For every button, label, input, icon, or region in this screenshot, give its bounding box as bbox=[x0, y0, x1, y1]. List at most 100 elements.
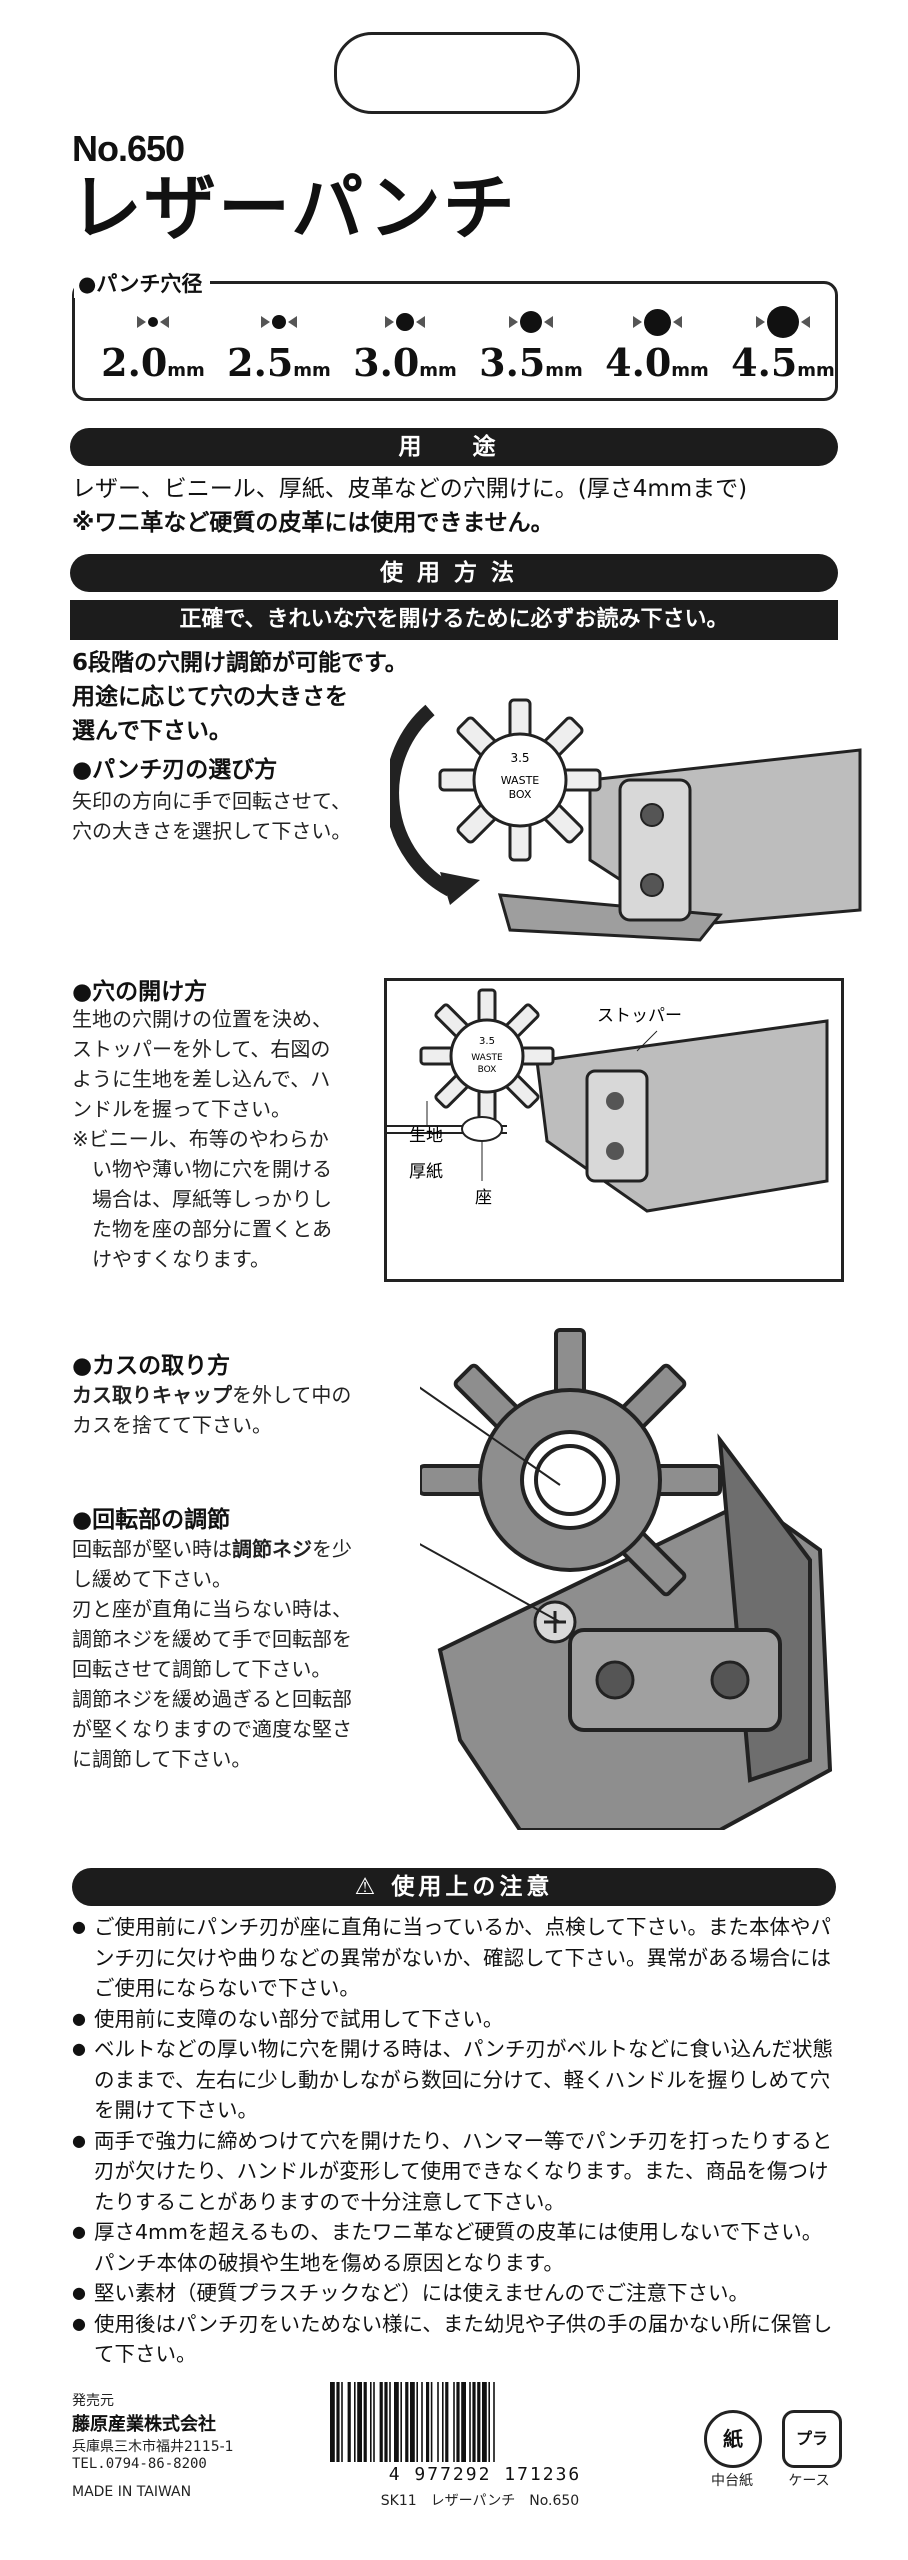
caution-item: 堅い素材（硬質プラスチックなど）には使えませんのでご注意下さい。 bbox=[72, 2278, 842, 2309]
paper-recycle-label: 中台紙 bbox=[711, 2473, 753, 2489]
hole-size-unit: mm bbox=[545, 360, 583, 381]
rotate-line: 刃と座が直角に当らない時は、 bbox=[72, 1597, 352, 1621]
hole-size-dot bbox=[396, 313, 414, 331]
company-tel: TEL.0794-86-8200 bbox=[72, 2456, 207, 2472]
warning-triangle-icon: ⚠ bbox=[354, 1874, 380, 1900]
barcode-number: 4 977292 171236 bbox=[388, 2464, 582, 2485]
usage-line-1: レザー、ビニール、厚紙、皮革などの穴開けに。(厚さ4mmまで) bbox=[72, 476, 748, 502]
company-name: 藤原産業株式会社 bbox=[72, 2414, 216, 2435]
hole-note-line: けやすくなります。 bbox=[72, 1247, 270, 1271]
caution-header: ⚠ 使用上の注意 bbox=[72, 1868, 836, 1906]
label-board: 厚紙 bbox=[409, 1162, 443, 1182]
hole-size-dot bbox=[643, 308, 671, 336]
hole-size-value: 4.0mm bbox=[605, 340, 709, 385]
label-seat: 座 bbox=[475, 1188, 492, 1208]
usage-header: 用 途 bbox=[70, 428, 838, 466]
hole-text-line: 生地の穴開けの位置を決め、 bbox=[72, 1007, 332, 1031]
hole-making-title: ●穴の開け方 bbox=[72, 979, 208, 1005]
hole-size-unit: mm bbox=[293, 360, 331, 381]
hole-size-value: 3.5mm bbox=[479, 340, 583, 385]
caution-item: ご使用前にパンチ刃が座に直角に当っているか、点検して下さい。また本体やパンチ刃に… bbox=[72, 1912, 842, 2004]
hole-text-line: ように生地を差し込んで、ハ bbox=[72, 1067, 331, 1091]
waste-text-1: カス取りキャップを外して中の bbox=[72, 1380, 351, 1410]
hole-size-label: ●パンチ穴径 bbox=[74, 268, 211, 298]
select-blade-text-2: 穴の大きさを選択して下さい。 bbox=[72, 819, 352, 843]
hole-note-line: ※ビニール、布等のやわらか bbox=[72, 1127, 329, 1151]
paper-recycle-icon: 紙 bbox=[704, 2410, 762, 2468]
hole-size-dot bbox=[148, 317, 158, 327]
hole-note-line: 場合は、厚紙等しっかりし bbox=[72, 1187, 332, 1211]
barcode bbox=[330, 2382, 495, 2462]
blade-selection-illustration: 3.5 WASTE BOX bbox=[390, 698, 862, 942]
hole-size-value: 2.0mm bbox=[101, 340, 205, 385]
hole-size-dot bbox=[767, 306, 799, 338]
hole-note-line: い物や薄い物に穴を開ける bbox=[72, 1157, 332, 1181]
hole-size-box: 2.0mm 2.5mm 3.0mm 3.5mm 4.0mm 4.5mm bbox=[72, 281, 838, 401]
paper-recycle-symbol: 紙 bbox=[723, 2427, 743, 2451]
waste-text-2: カスを捨てて下さい。 bbox=[72, 1413, 272, 1437]
hole-size-item: 3.5mm bbox=[471, 304, 591, 386]
wheel-label-waste: WASTE bbox=[471, 1053, 503, 1063]
usage-line-2: ※ワニ革など硬質の皮革には使用できません。 bbox=[72, 510, 554, 536]
hole-size-unit: mm bbox=[419, 360, 457, 381]
howto-warning: 正確で、きれいな穴を開けるために必ずお読み下さい。 bbox=[70, 600, 838, 640]
plastic-recycle-icon: プラ bbox=[782, 2410, 842, 2468]
rotate-line: し緩めて下さい。 bbox=[72, 1567, 232, 1591]
product-code: SK11 レザーパンチ No.650 bbox=[380, 2493, 580, 2509]
select-blade-title: ●パンチ刃の選び方 bbox=[72, 757, 278, 783]
waste-title: ●カスの取り方 bbox=[72, 1353, 231, 1379]
hole-size-item: 4.0mm bbox=[597, 304, 717, 386]
hole-size-value: 2.5mm bbox=[227, 340, 331, 385]
rotate-line: 回転させて調節して下さい。 bbox=[72, 1657, 332, 1681]
rotate-line: に調節して下さい。 bbox=[72, 1747, 252, 1771]
hole-size-item: 4.5mm bbox=[723, 304, 843, 386]
wheel-label-waste: WASTE bbox=[501, 774, 540, 787]
hang-hole bbox=[334, 32, 580, 114]
model-number: No.650 bbox=[72, 128, 185, 169]
caution-item: 使用前に支障のない部分で試用して下さい。 bbox=[72, 2004, 842, 2035]
intro-line-2: 用途に応じて穴の大きさを bbox=[72, 684, 348, 710]
hole-size-item: 3.0mm bbox=[345, 304, 465, 386]
wheel-label-box: BOX bbox=[509, 788, 532, 801]
intro-line-1: 6段階の穴開け調節が可能です。 bbox=[72, 650, 408, 676]
rotate-text-b: を少 bbox=[312, 1537, 352, 1561]
waste-removal-illustration bbox=[420, 1328, 833, 1830]
company-address: 兵庫県三木市福井2115-1 bbox=[72, 2439, 234, 2455]
product-title: レザーパンチ bbox=[70, 166, 517, 250]
caution-item: 両手で強力に締めつけて穴を開けたり、ハンマー等でパンチ刃を打ったりすると刃が欠け… bbox=[72, 2126, 842, 2218]
hole-size-value: 3.0mm bbox=[353, 340, 457, 385]
hole-text-line: ストッパーを外して、右図の bbox=[72, 1037, 331, 1061]
rotate-line: 調節ネジを緩め過ぎると回転部 bbox=[72, 1687, 352, 1711]
wheel-label-size: 3.5 bbox=[479, 1036, 495, 1047]
intro-line-3: 選んで下さい。 bbox=[72, 718, 232, 744]
howto-header: 使用方法 bbox=[70, 554, 838, 592]
wheel-label-size: 3.5 bbox=[510, 751, 529, 765]
hole-size-unit: mm bbox=[671, 360, 709, 381]
caution-item: 使用後はパンチ刃をいためない様に、また幼児や子供の手の届かない所に保管して下さい… bbox=[72, 2309, 842, 2370]
rotate-text-a: 回転部が堅い時は bbox=[72, 1537, 232, 1561]
hole-text-line: ンドルを握って下さい。 bbox=[72, 1097, 291, 1121]
hole-size-item: 2.0mm bbox=[93, 304, 213, 386]
made-in: MADE IN TAIWAN bbox=[72, 2484, 192, 2500]
hole-size-unit: mm bbox=[167, 360, 205, 381]
plastic-recycle-symbol: プラ bbox=[795, 2429, 828, 2448]
hole-making-illustration: 3.5 WASTE BOX 生地 厚紙 座 ストッパー bbox=[384, 978, 844, 1282]
hole-size-value: 4.5mm bbox=[731, 340, 835, 385]
wheel-label-box: BOX bbox=[478, 1065, 497, 1075]
seller-label: 発売元 bbox=[72, 2393, 114, 2409]
caution-header-text: 使用上の注意 bbox=[391, 1874, 554, 1900]
plastic-recycle-label: ケース bbox=[788, 2473, 830, 2489]
hole-size-unit: mm bbox=[797, 360, 835, 381]
select-blade-text-1: 矢印の方向に手で回転させて、 bbox=[72, 789, 351, 813]
hole-size-dot bbox=[520, 311, 542, 333]
rotate-line: 調節ネジを緩めて手で回転部を bbox=[72, 1627, 352, 1651]
label-cloth: 生地 bbox=[409, 1126, 443, 1146]
rotate-title: ●回転部の調節 bbox=[72, 1507, 231, 1533]
caution-item: 厚さ4mmを超えるもの、またワニ革など硬質の皮革には使用しないで下さい。パンチ本… bbox=[72, 2217, 842, 2278]
caution-list: ご使用前にパンチ刃が座に直角に当っているか、点検して下さい。また本体やパンチ刃に… bbox=[72, 1912, 842, 2370]
rotate-text: 回転部が堅い時は調節ネジを少 し緩めて下さい。 刃と座が直角に当らない時は、 調… bbox=[72, 1534, 412, 1774]
waste-text-rest: を外して中の bbox=[232, 1383, 352, 1407]
label-stopper: ストッパー bbox=[597, 1006, 682, 1026]
hole-size-dot bbox=[272, 315, 286, 329]
rotation-arrow-icon bbox=[390, 704, 454, 897]
